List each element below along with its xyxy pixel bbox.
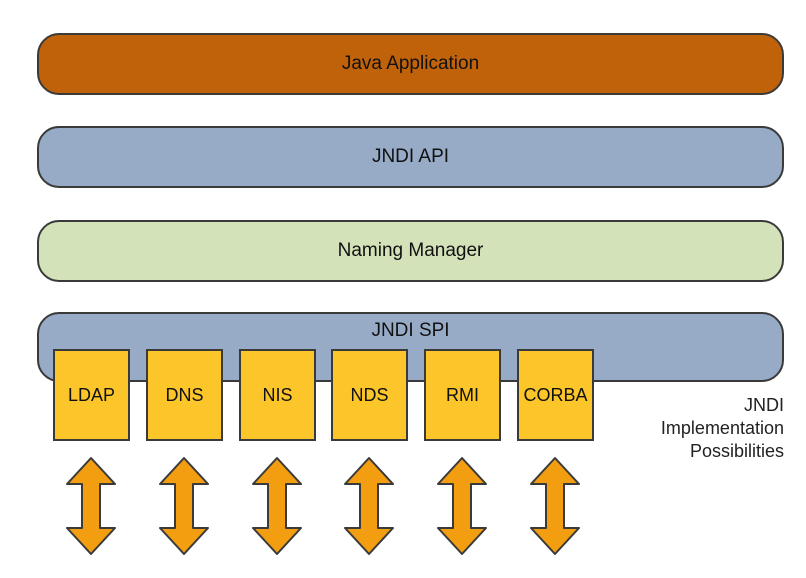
jndi-spi-label: JNDI SPI (371, 320, 450, 341)
jndi-api-label: JNDI API (371, 146, 450, 167)
double-arrow-icon (252, 457, 302, 555)
provider-box-nis: NIS (239, 349, 316, 441)
caption-line-2: Implementation (660, 418, 784, 438)
provider-box-corba: CORBA (517, 349, 594, 441)
double-arrow-icon (344, 457, 394, 555)
provider-box-nds: NDS (331, 349, 408, 441)
provider-box-ldap: LDAP (53, 349, 130, 441)
caption-line-3: Possibilities (689, 441, 784, 461)
provider-box-dns: DNS (146, 349, 223, 441)
implementation-caption: JNDI Implementation Possibilities (661, 394, 784, 463)
provider-label-rmi: RMI (446, 384, 479, 405)
java-application-label: Java Application (341, 53, 480, 74)
naming-manager-label: Naming Manager (337, 240, 484, 261)
provider-label-dns: DNS (165, 384, 204, 405)
double-arrow-icon (66, 457, 116, 555)
jndi-api-layer: JNDI API (37, 126, 784, 188)
provider-label-ldap: LDAP (67, 384, 116, 405)
double-arrow-icon (530, 457, 580, 555)
java-application-layer: Java Application (37, 33, 784, 95)
provider-label-corba: CORBA (523, 384, 588, 405)
caption-line-1: JNDI (744, 395, 784, 415)
double-arrow-icon (159, 457, 209, 555)
provider-label-nis: NIS (262, 384, 293, 405)
double-arrow-icon (437, 457, 487, 555)
provider-label-nds: NDS (350, 384, 389, 405)
naming-manager-layer: Naming Manager (37, 220, 784, 282)
provider-box-rmi: RMI (424, 349, 501, 441)
